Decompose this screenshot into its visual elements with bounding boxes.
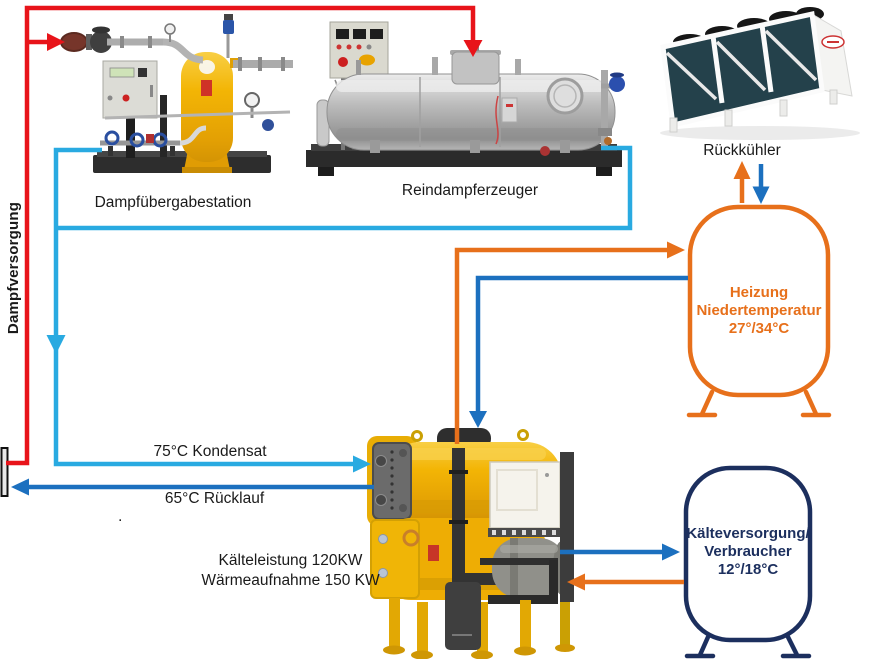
- kaelteversorgung-vessel-line1: Kälteversorgung/: [686, 525, 810, 542]
- ruecklauf-arrow: [11, 478, 29, 496]
- kaelteversorgung-vessel: [683, 465, 813, 659]
- cold-supply-arrow-into-vessel: [662, 543, 680, 561]
- condensate-flow-arrow: [46, 335, 66, 354]
- steam-arrow-into-reindampferzeuger: [463, 40, 483, 57]
- heizung-vessel-line2: Niedertemperatur: [696, 302, 822, 319]
- rueckkuehler-photo: [660, 7, 860, 140]
- boundary-connection-bar: [0, 447, 9, 497]
- heizung-vessel: [686, 204, 832, 418]
- absorptionskaeltemaschine-photo: [367, 428, 575, 659]
- dampfuebergabestation-label: Dampfübergabestation: [94, 194, 252, 211]
- kaelteversorgung-vessel-line2: Verbraucher: [704, 543, 792, 560]
- condensate-arrow-into-chiller: [353, 455, 371, 473]
- heating-arrow-into-heizung-vessel: [667, 241, 685, 259]
- stray-dot: .: [118, 508, 123, 525]
- dampfversorgung-label: Dampfversorgung: [5, 201, 22, 335]
- reindampferzeuger-photo: [306, 21, 625, 176]
- kaelteversorgung-vessel-line3: 12°/18°C: [717, 561, 779, 578]
- heizung-return-arrow-into-chiller: [469, 411, 487, 428]
- kaelteversorgung-vessel-legs: [684, 634, 812, 659]
- ruecklauf-label: 65°C Rücklauf: [164, 490, 265, 507]
- heizung-vessel-line3: 27°/34°C: [728, 320, 790, 337]
- cold-return-arrow-into-chiller: [567, 573, 585, 591]
- kaelteversorgung-vessel-outline: [683, 465, 813, 643]
- kondensat-label: 75°C Kondensat: [153, 443, 267, 460]
- steam-arrow-into-station: [47, 33, 65, 51]
- heating-circuit-lines: [454, 161, 751, 591]
- heizung-vessel-line1: Heizung: [729, 284, 789, 301]
- dampfuebergabestation-photo: [60, 14, 293, 173]
- rueckkuehler-up-arrow: [733, 161, 751, 179]
- reindampferzeuger-label: Reindampferzeuger: [401, 182, 539, 199]
- rueckkuehler-down-arrow: [752, 186, 770, 204]
- waermeaufnahme-label: Wärmeaufnahme 150 KW: [201, 572, 380, 589]
- condensate-line: [46, 145, 633, 473]
- steam-supply-line: [6, 5, 483, 466]
- heizung-vessel-legs: [686, 389, 832, 418]
- kaelteleistung-label: Kälteleistung 120KW: [218, 552, 363, 569]
- return-and-cold-lines: [11, 164, 770, 561]
- heizung-vessel-outline: [687, 204, 831, 398]
- rueckkuehler-label: Rückkühler: [703, 142, 781, 159]
